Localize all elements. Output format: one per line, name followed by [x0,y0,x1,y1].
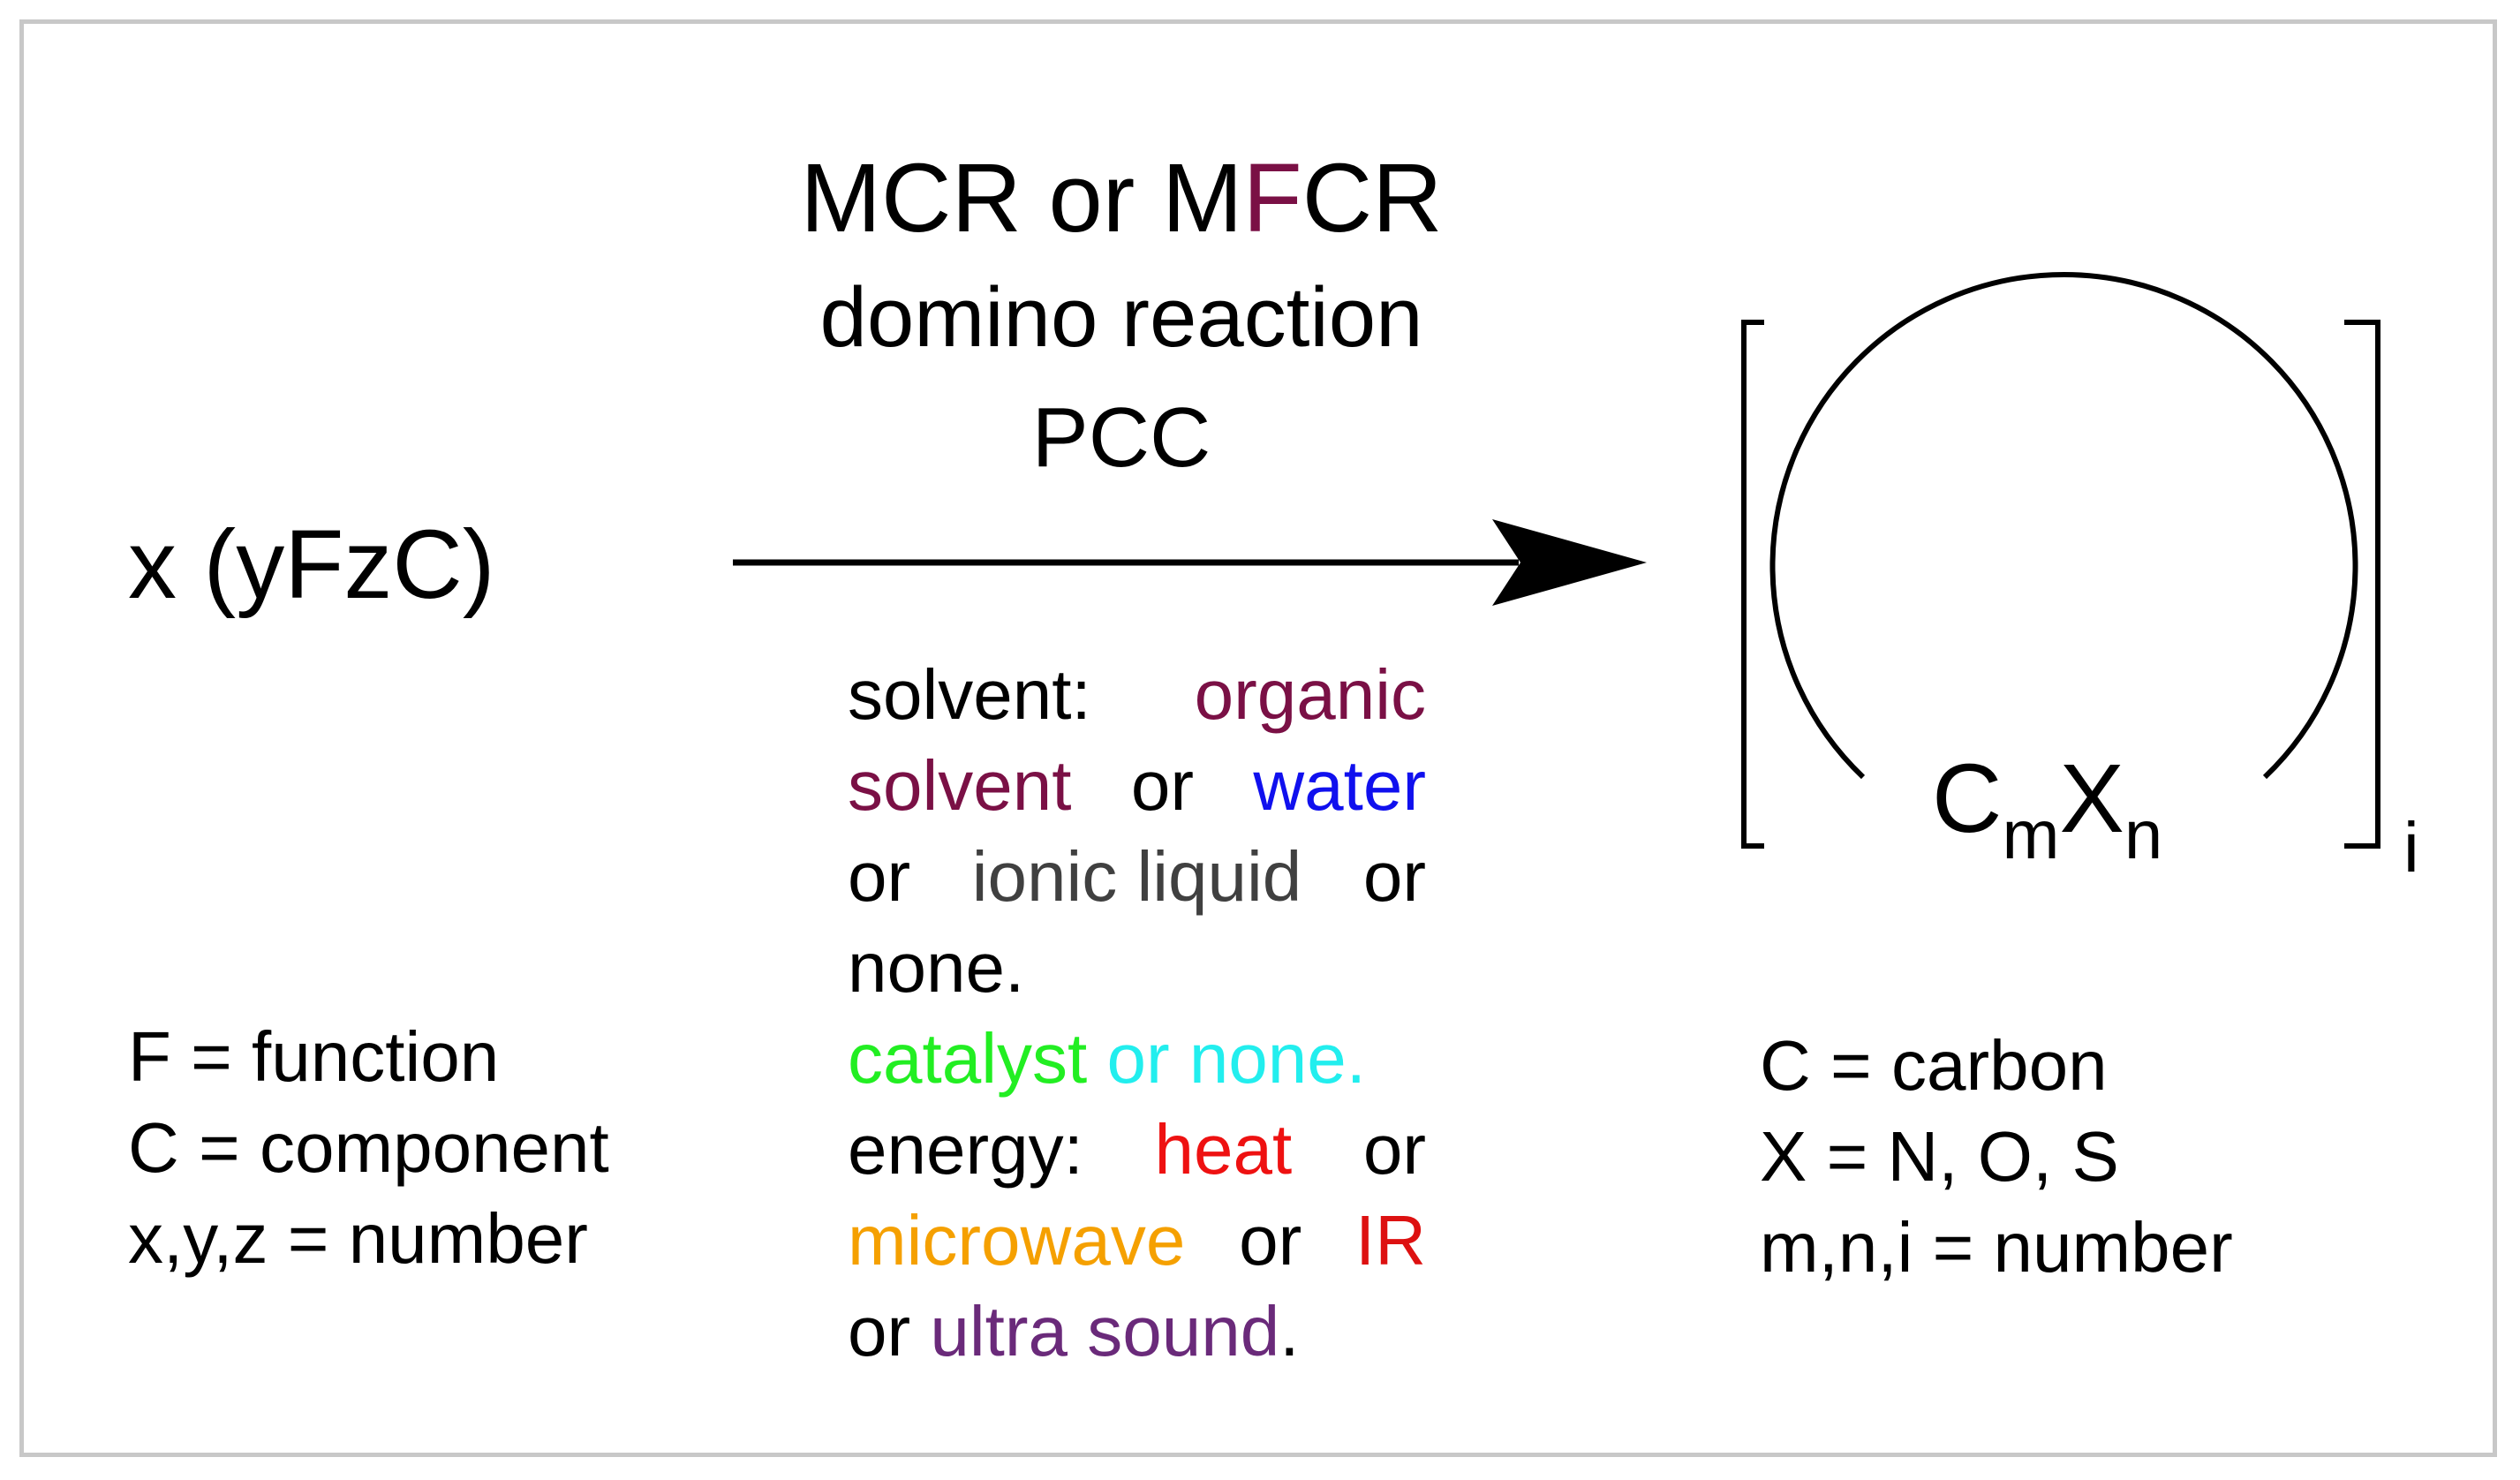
ring-arc [1769,271,2358,780]
cond-line-2: solvent or water [848,740,1426,831]
reactant-formula: x (yFzC) [128,510,495,619]
or-text: or [1362,1110,1426,1189]
title-f-highlight: F [1242,144,1302,253]
legend-mni: m,n,i = number [1760,1208,2233,1287]
ultra-sound-text: ultra sound [930,1292,1280,1371]
or-text: or [1239,1201,1302,1280]
product-m-subscript: m [2002,796,2060,873]
reaction-arrow [733,519,1647,606]
legend-heteroatom: X = N, O, S [1760,1117,2119,1196]
product-x: X [2059,744,2124,853]
or-text: or [1130,746,1194,825]
product-n-subscript: n [2124,796,2163,873]
cond-line-3: or ionic liquid or [848,831,1426,922]
cond-line-5: catalyst or none. [848,1013,1366,1104]
legend-xyz: x,y,z = number [128,1199,588,1278]
figure-frame [19,19,2497,1457]
cond-line-6: energy: heat or [848,1104,1426,1195]
solvent-label: solvent: [848,655,1091,734]
microwave-text: microwave [848,1201,1186,1280]
ionic-liquid-text: ionic liquid [971,837,1302,916]
or-text: or [848,837,911,916]
title-line-1: MCR or MFCR [680,150,1563,247]
title-cr-text: CR [1301,144,1443,253]
period-text: . [1279,1292,1300,1371]
legend-f: F = function [128,1017,500,1096]
energy-label: energy: [848,1110,1083,1189]
organic-text: organic [1194,655,1426,734]
cond-line-4: none. [848,922,1024,1013]
cond-line-1: solvent: organic [848,649,1426,740]
heat-text: heat [1154,1110,1293,1189]
cond-line-8: or ultra sound. [848,1286,1299,1377]
bracket-subscript-i: i [2403,808,2419,887]
product-c: C [1932,744,2003,853]
or-text: or [1362,837,1426,916]
title-line-2: domino reaction [819,270,1423,365]
reactant-legend: F = function C = component x,y,z = numbe… [128,1011,609,1284]
catalyst-text: catalyst [848,1019,1088,1098]
title-line-3: PCC [1031,390,1211,485]
product-legend: C = carbon X = N, O, S m,n,i = number [1760,1020,2233,1293]
product-formula: CmXn [1932,751,2162,870]
legend-carbon: C = carbon [1760,1026,2108,1105]
title-mcr-text: MCR or M [800,144,1243,253]
none-text: none. [848,928,1025,1007]
water-text: water [1253,746,1426,825]
ir-text: IR [1354,1201,1426,1280]
product-brackets [1741,320,2380,849]
or-text: or [848,1292,911,1371]
solvent-text: solvent [848,746,1072,825]
cond-line-7: microwave or IR [848,1195,1426,1286]
catalyst-or-none-text: or none. [1106,1019,1367,1098]
legend-c: C = component [128,1108,609,1187]
